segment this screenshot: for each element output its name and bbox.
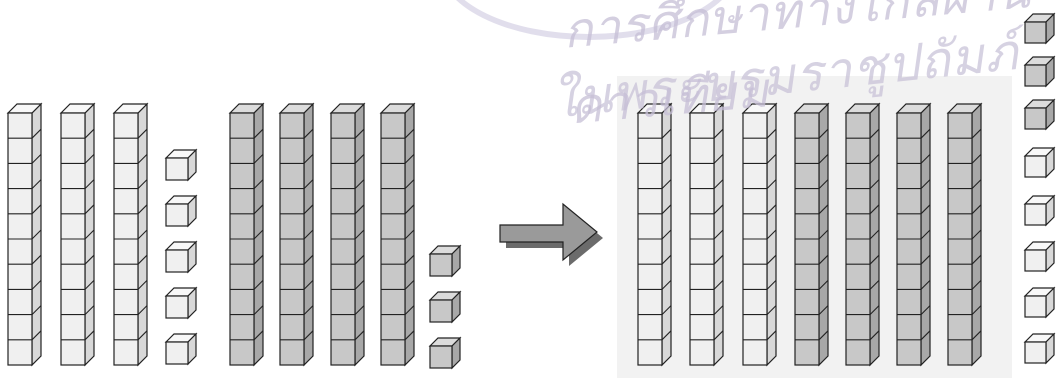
dark-unit-cube: [428, 290, 462, 324]
dark-ten-rod: [228, 102, 265, 367]
dark-ten-rod: [329, 102, 366, 367]
light-unit-cube: [1023, 146, 1056, 179]
light-unit-cube: [1023, 332, 1056, 365]
dark-ten-rod: [379, 102, 416, 367]
dark-ten-rod: [278, 102, 315, 367]
right-arrow-icon: [499, 202, 603, 266]
light-ten-rod: [112, 102, 149, 367]
light-unit-cube: [164, 286, 198, 320]
light-unit-cube: [164, 332, 198, 366]
light-unit-cube: [1023, 194, 1056, 227]
light-ten-rod: [741, 102, 778, 367]
dark-unit-cube: [1023, 98, 1056, 131]
dark-unit-cube: [1023, 55, 1056, 88]
light-unit-cube: [164, 194, 198, 228]
light-ten-rod: [59, 102, 96, 367]
left-block-group: [6, 102, 462, 370]
light-unit-cube: [1023, 286, 1056, 319]
dark-unit-cube: [428, 336, 462, 370]
dark-ten-rod: [793, 102, 830, 367]
light-ten-rod: [636, 102, 673, 367]
dark-ten-rod: [895, 102, 932, 367]
right-block-group: [636, 12, 1056, 367]
light-ten-rod: [6, 102, 43, 367]
dark-unit-cube: [1023, 12, 1056, 45]
light-unit-cube: [164, 148, 198, 182]
dark-unit-cube: [428, 244, 462, 278]
dark-ten-rod: [844, 102, 881, 367]
light-unit-cube: [164, 240, 198, 274]
light-ten-rod: [688, 102, 725, 367]
dark-ten-rod: [946, 102, 983, 367]
light-unit-cube: [1023, 240, 1056, 273]
